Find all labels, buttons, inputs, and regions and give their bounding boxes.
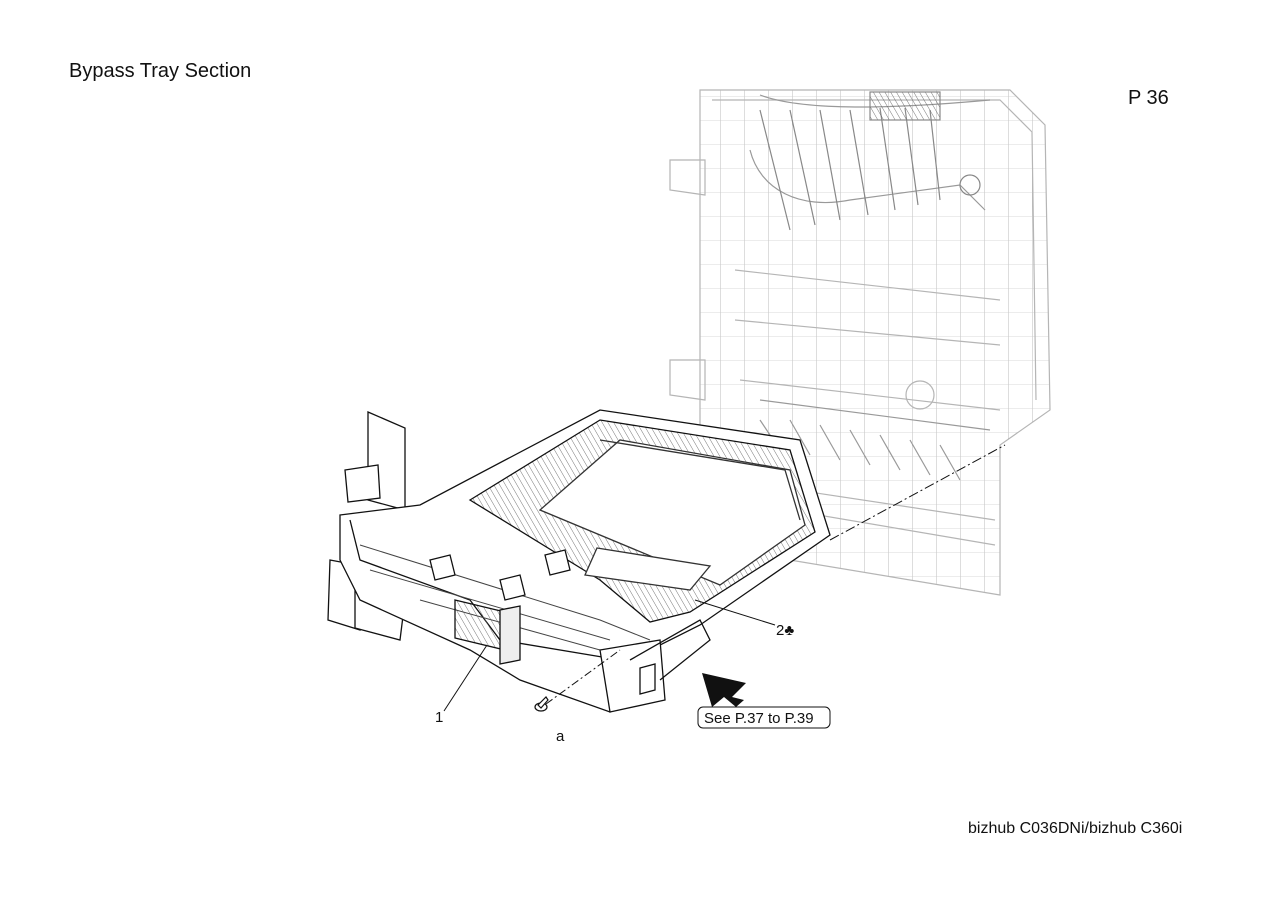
page-number: P 36: [1128, 87, 1169, 109]
screw-a-icon: [534, 696, 549, 712]
callout-1: 1: [435, 709, 443, 726]
bypass-tray-assembly: [327, 409, 831, 713]
leader-lines: [443, 444, 1006, 712]
see-pages-label: See P.37 to P.39: [704, 710, 814, 727]
see-pages-reference: See P.37 to P.39: [697, 706, 831, 729]
footer-model-name: bizhub C036DNi/bizhub C360i: [968, 820, 1183, 837]
callout-2: 2♣: [776, 622, 794, 639]
page-title: Bypass Tray Section: [69, 60, 252, 82]
direction-arrow-icon: [702, 673, 746, 707]
callout-a: a: [556, 728, 565, 745]
